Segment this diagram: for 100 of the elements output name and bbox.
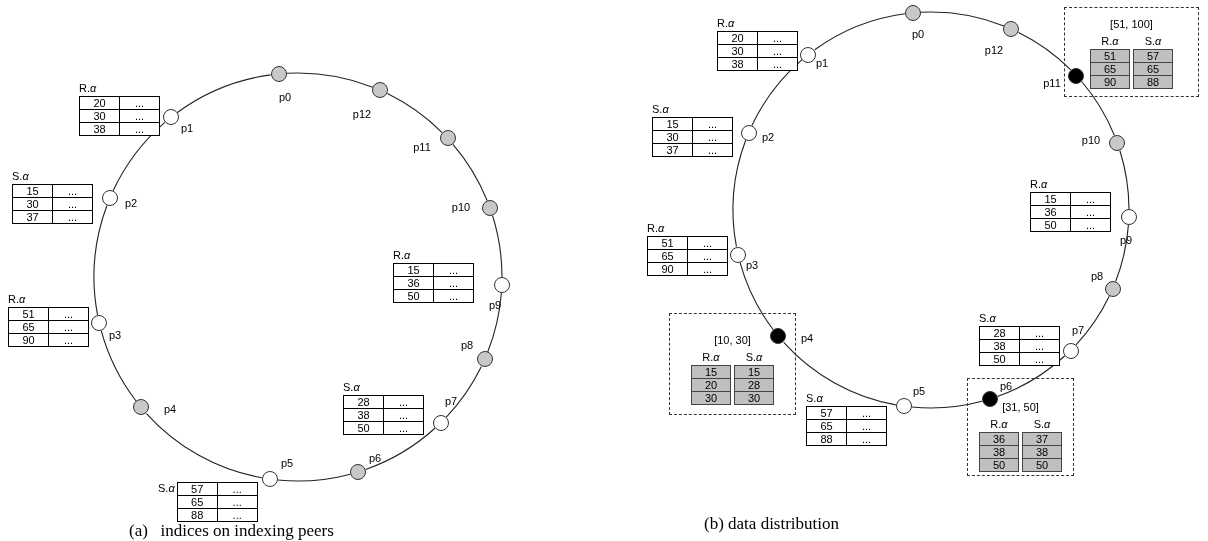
table-cell: ... — [758, 45, 797, 57]
ring-arc — [783, 341, 897, 406]
table-cell: ... — [434, 290, 473, 302]
table-header: R.α — [1101, 35, 1119, 47]
ring-arc — [1081, 80, 1115, 136]
table-cell: ... — [1020, 340, 1059, 352]
table-header: S.α — [1144, 35, 1162, 47]
table-cell: ... — [693, 144, 732, 156]
table-cell: ... — [847, 433, 886, 445]
table-cell: 30 — [80, 110, 119, 122]
table-cell: 57 — [807, 407, 846, 419]
table-cell: 37 — [653, 144, 692, 156]
table-cell: 88 — [1134, 76, 1172, 88]
peer-label: p1 — [180, 122, 194, 134]
ring-arc — [920, 11, 1005, 27]
table-header: S.α — [806, 392, 823, 404]
ring-arc — [751, 59, 803, 127]
peer-node — [163, 109, 180, 126]
range-label: [10, 30] — [714, 334, 751, 347]
peer-node — [981, 391, 998, 408]
table-cell: 15 — [735, 366, 773, 378]
table-cell: 88 — [177, 509, 217, 521]
ring-arc — [1115, 224, 1129, 283]
table-cell: 37 — [1023, 433, 1061, 445]
peer-label: p12 — [984, 44, 1004, 56]
table-cell: ... — [384, 422, 423, 434]
ring-arc — [1018, 31, 1072, 71]
table-cell: 30 — [692, 392, 730, 404]
dashed-region — [967, 378, 1074, 476]
table-cell: 15 — [394, 264, 433, 276]
peer-node — [1104, 280, 1121, 297]
table-cell: 65 — [807, 420, 846, 432]
peer-node — [895, 398, 912, 415]
table-cell: ... — [120, 97, 159, 109]
peer-node — [350, 463, 366, 480]
peer-node — [1062, 342, 1079, 359]
table-cell: 65 — [177, 496, 217, 508]
table-cell: 36 — [394, 277, 433, 289]
table-cell: 65 — [1134, 63, 1172, 75]
table-cell: 90 — [1091, 76, 1129, 88]
table-cell: 65 — [1091, 63, 1129, 75]
table-cell: ... — [384, 409, 423, 421]
table-cell: 51 — [648, 237, 687, 249]
table-cell: 30 — [653, 131, 692, 143]
table-cell: 50 — [980, 459, 1018, 471]
table-cell: 38 — [718, 58, 757, 70]
peer-label: p12 — [352, 108, 372, 120]
peer-label: p11 — [1043, 77, 1061, 89]
peer-label: p9 — [488, 299, 502, 311]
ring-arc — [1119, 149, 1130, 210]
table-header: S.α — [1033, 418, 1051, 430]
table-cell: 15 — [653, 118, 692, 130]
table-cell: ... — [49, 321, 88, 333]
ring-arc — [386, 93, 443, 134]
ring-arc — [491, 214, 503, 278]
table-cell: 90 — [9, 334, 48, 346]
table-cell: 65 — [9, 321, 48, 333]
peer-node — [1120, 208, 1137, 225]
peer-label: p9 — [1119, 234, 1133, 246]
table-header: S.α — [343, 381, 360, 393]
peer-node — [261, 471, 278, 487]
peer-label: p3 — [745, 259, 759, 271]
ring-arc — [93, 205, 108, 316]
table-cell: ... — [758, 58, 797, 70]
peer-label: p10 — [1081, 134, 1101, 146]
peer-label: p7 — [444, 395, 458, 407]
figure-caption: (a) indices on indexing peers — [129, 521, 334, 541]
table-header: S.α — [652, 103, 669, 115]
table-header: R.α — [1030, 178, 1048, 190]
peer-node — [270, 65, 287, 82]
ring-arc — [365, 427, 436, 471]
peer-node — [1003, 21, 1020, 37]
table-cell: 38 — [980, 446, 1018, 458]
table-cell: ... — [758, 32, 797, 44]
table-cell: ... — [49, 334, 88, 346]
ring-arc — [814, 13, 906, 51]
peer-label: p8 — [460, 339, 474, 351]
table-cell: 30 — [735, 392, 773, 404]
ring-arc — [286, 72, 374, 88]
peer-label: p5 — [280, 457, 294, 469]
peer-label: p2 — [761, 131, 775, 143]
ring-arc — [176, 74, 272, 113]
peer-node — [133, 399, 150, 416]
table-header: S.α — [979, 312, 996, 324]
table-cell: ... — [217, 496, 257, 508]
table-cell: ... — [53, 198, 92, 210]
peer-label: p10 — [451, 201, 471, 213]
table-cell: 20 — [692, 379, 730, 391]
table-cell: ... — [847, 420, 886, 432]
table-cell: 15 — [13, 185, 52, 197]
table-cell: ... — [688, 250, 727, 262]
table-cell: ... — [1020, 353, 1059, 365]
table-cell: 36 — [1031, 206, 1070, 218]
table-header: R.α — [8, 293, 26, 305]
table-cell: 37 — [13, 211, 52, 223]
table-header: R.α — [393, 249, 411, 261]
table-cell: ... — [688, 263, 727, 275]
ring-arc — [445, 366, 482, 418]
table-cell: 30 — [13, 198, 52, 210]
table-header: R.α — [990, 418, 1008, 430]
